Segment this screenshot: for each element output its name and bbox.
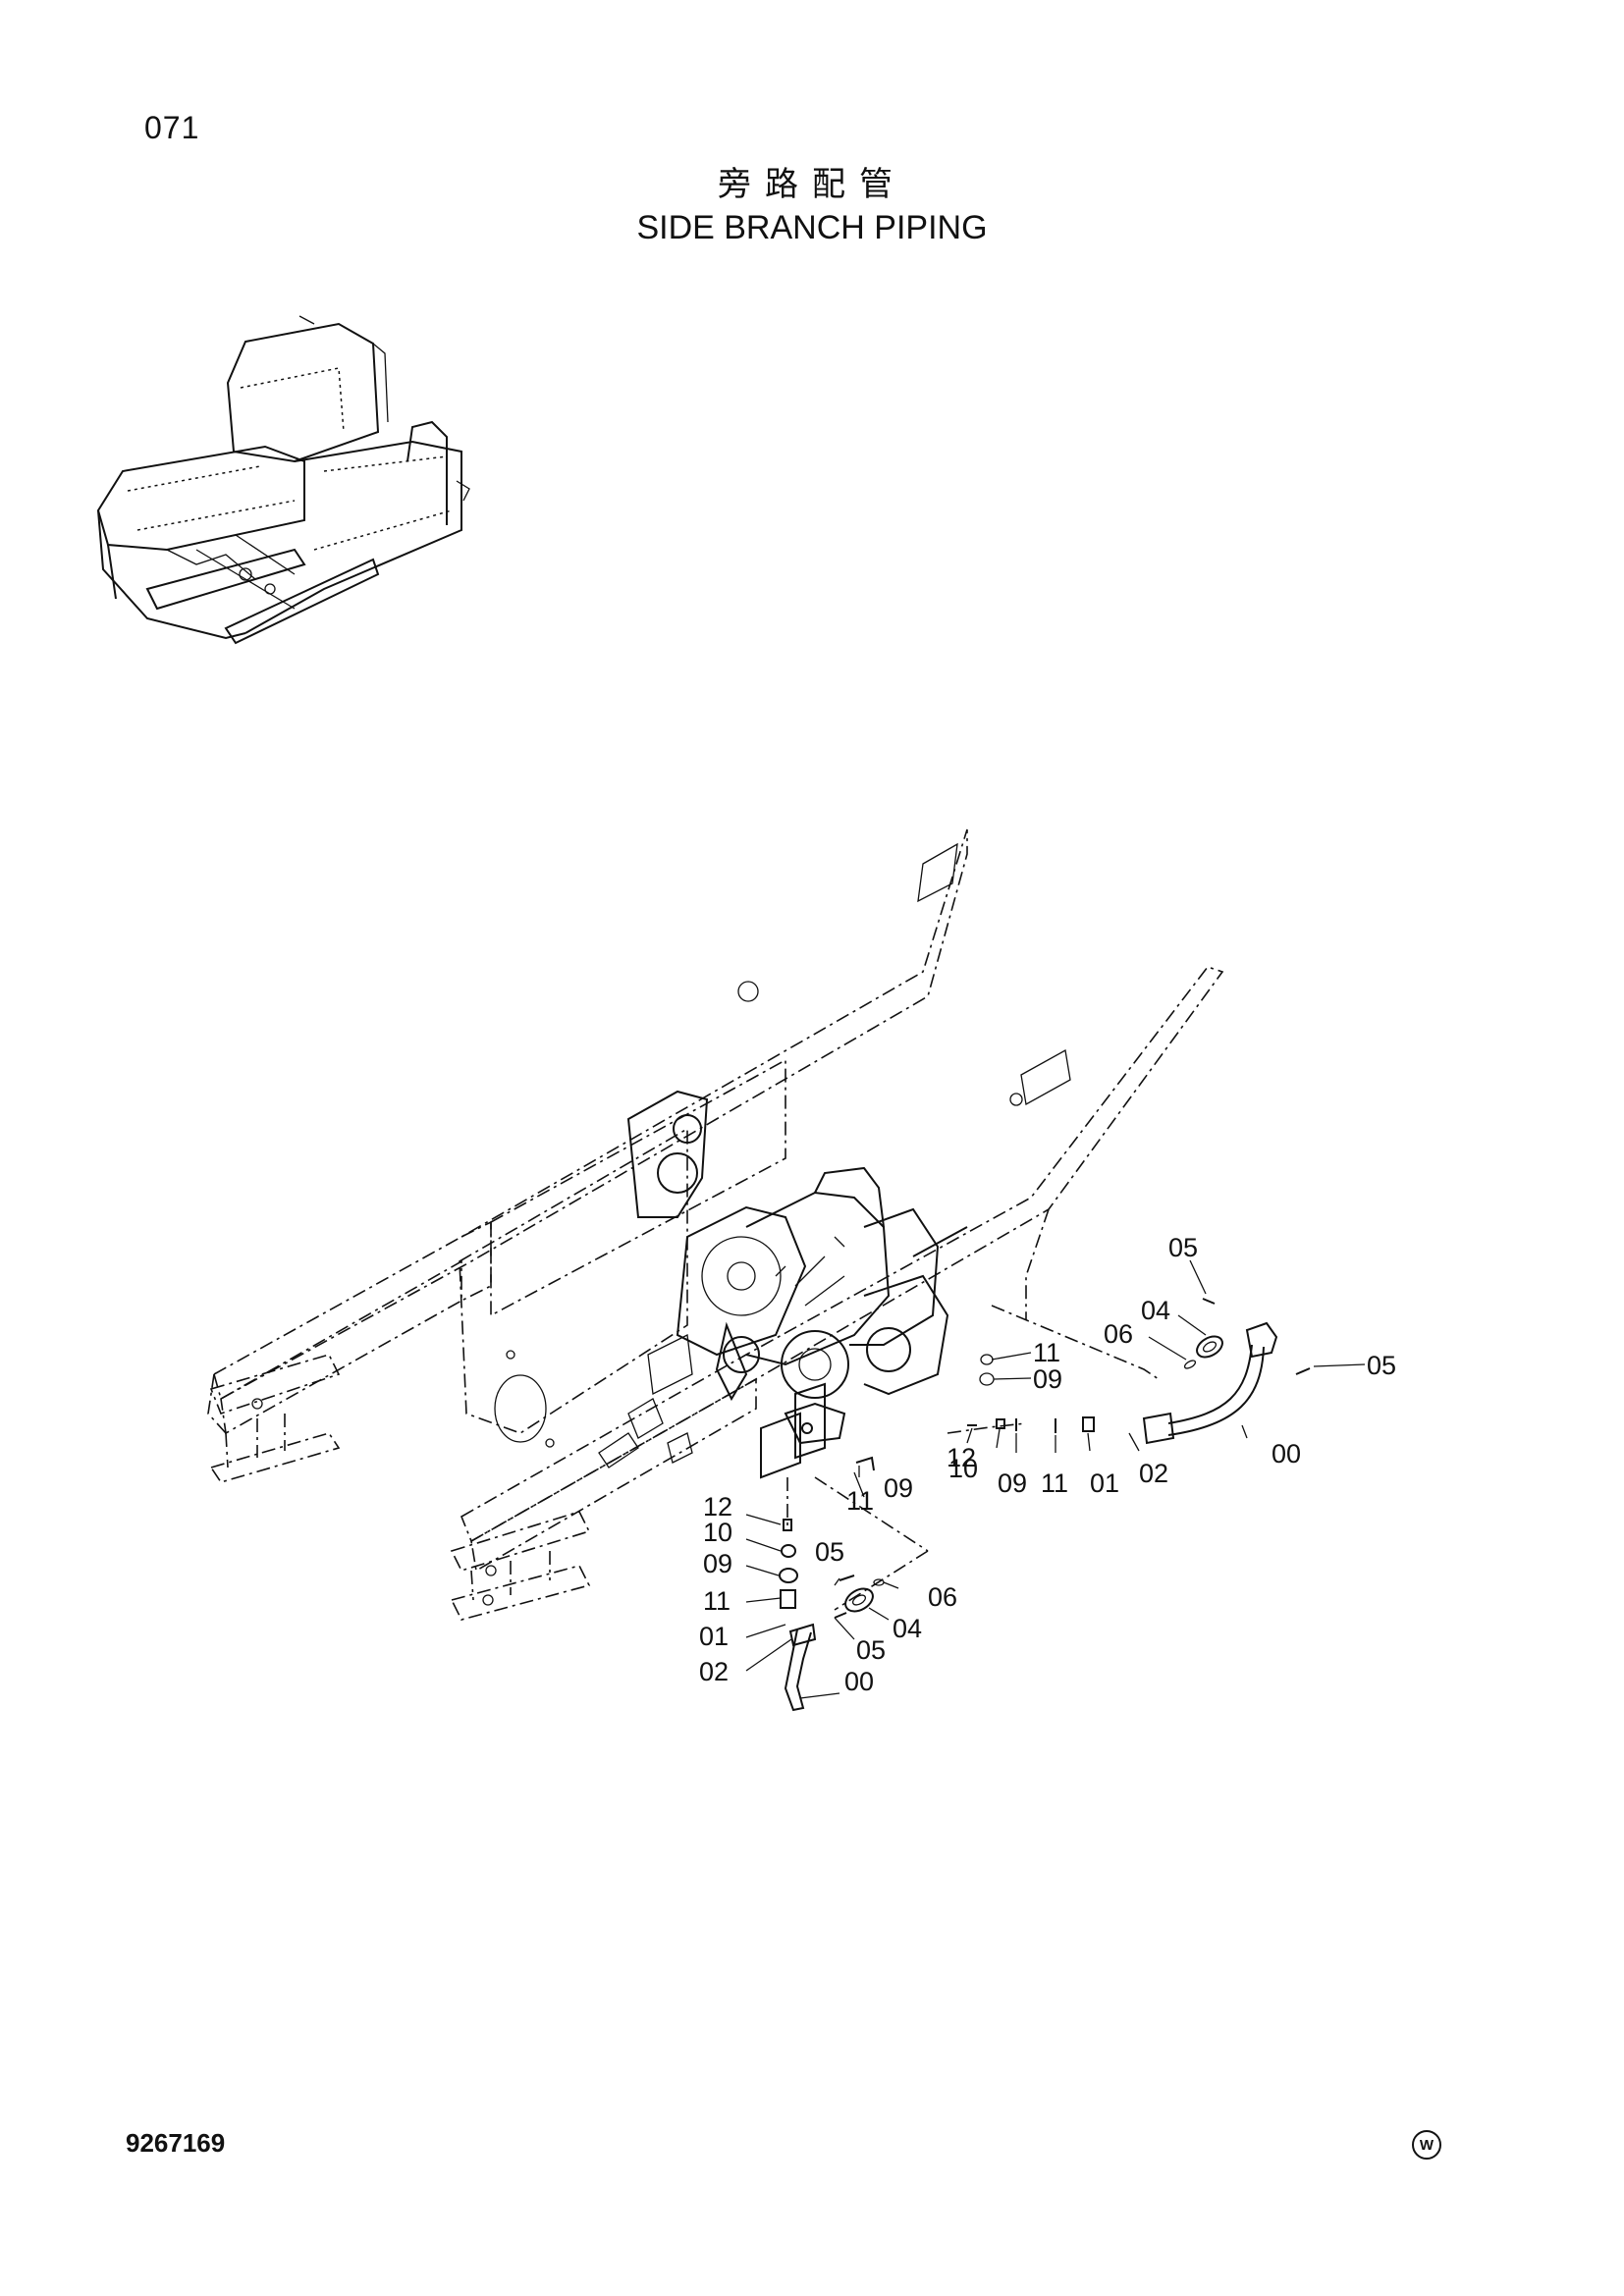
callout-label: 06 (928, 1582, 957, 1612)
callout-label: 11 (1033, 1338, 1060, 1367)
callout-label: 12 (703, 1492, 732, 1522)
frame-lower-beams (209, 1354, 591, 1621)
callout-label: 05 (1367, 1351, 1396, 1380)
callout-label: 00 (844, 1667, 874, 1696)
callout-label: 09 (884, 1473, 913, 1503)
leader-lines (745, 1259, 1366, 1699)
page-title: SIDE BRANCH PIPING (636, 209, 988, 246)
excavator-overview-illustration (96, 315, 470, 645)
callout-label: 05 (815, 1537, 844, 1567)
callout-label: 02 (1139, 1459, 1168, 1488)
callout-label: 09 (703, 1549, 732, 1578)
w-mark-icon: W (1412, 2130, 1441, 2160)
page-number: 071 (144, 110, 200, 145)
callout-labels: 05 04 06 11 09 05 12 10 09 11 01 02 00 0… (699, 1233, 1396, 1696)
frame-center-plate (459, 1127, 688, 1448)
callout-label: 06 (1104, 1319, 1133, 1349)
callout-label: 11 (846, 1486, 874, 1516)
callout-label: 10 (703, 1518, 732, 1547)
callout-label: 04 (893, 1614, 922, 1643)
callout-label: 09 (998, 1468, 1027, 1498)
right-branch-piping (855, 1298, 1311, 1471)
callout-label: 05 (1168, 1233, 1198, 1262)
lower-branch-piping (779, 1476, 929, 1712)
callout-label: 11 (703, 1586, 731, 1616)
callout-label: 02 (699, 1657, 729, 1686)
callout-label: 10 (948, 1454, 978, 1483)
callout-label: 04 (1141, 1296, 1170, 1325)
title-chinese: 旁路配管 (718, 165, 906, 204)
callout-label: 09 (1033, 1364, 1062, 1394)
callout-label: 00 (1272, 1439, 1301, 1468)
frame-left-rail (207, 828, 968, 1435)
callout-label: 01 (699, 1622, 729, 1651)
frame-right-rail (460, 966, 1224, 1573)
callout-label: 11 (1041, 1468, 1068, 1498)
callout-label: 01 (1090, 1468, 1119, 1498)
callout-label: 05 (856, 1635, 886, 1665)
document-number: 9267169 (126, 2128, 226, 2158)
pump-assembly (598, 1090, 968, 1479)
callout-label: 12 (947, 1443, 976, 1472)
